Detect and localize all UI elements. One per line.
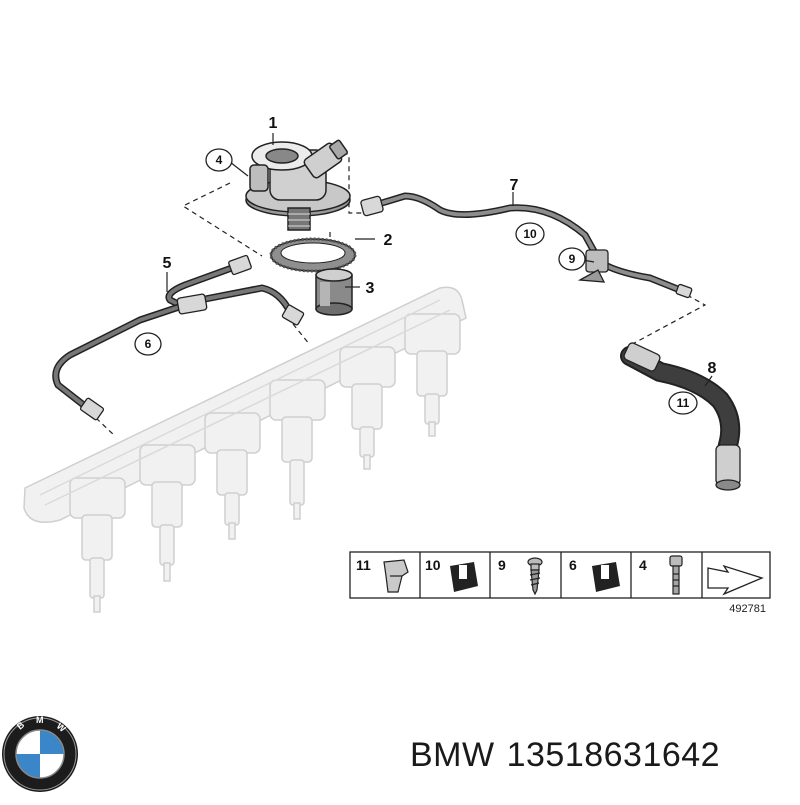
part-reference: BMW 13518631642 <box>410 736 732 775</box>
callout-7: 7 <box>510 177 519 194</box>
callout-10-circle: 10 <box>515 222 545 246</box>
rubber-mount-icon <box>450 562 478 592</box>
callout-9: 9 <box>569 252 576 266</box>
legend-item-4: 4 <box>639 555 683 595</box>
line-fittings <box>79 254 305 421</box>
legend-item-6: 6 <box>569 557 620 592</box>
svg-text:B: B <box>15 719 27 731</box>
legend-item-9: 9 <box>498 557 543 596</box>
callout-4-circle: 4 <box>205 148 233 172</box>
legend-number: 9 <box>498 557 506 573</box>
legend-number: 4 <box>639 557 647 573</box>
svg-text:M: M <box>36 715 44 725</box>
diagram-id: 492781 <box>729 603 766 615</box>
clip-icon <box>383 559 409 593</box>
legend-arrow-cell <box>707 564 764 596</box>
injector-5 <box>339 346 396 470</box>
legend-table: 11 10 9 6 <box>349 551 771 599</box>
legend-number: 6 <box>569 557 577 573</box>
rubber-mount-icon <box>592 562 620 592</box>
high-pressure-pump <box>245 139 351 231</box>
callout-9-circle: 9 <box>558 247 586 271</box>
injector-2 <box>139 444 196 582</box>
seal-ring <box>269 237 357 273</box>
legend-item-11: 11 <box>356 557 409 593</box>
legend-item-10: 10 <box>425 557 478 592</box>
legend-number: 11 <box>356 557 371 573</box>
leader-lines <box>166 133 713 387</box>
legend-number: 10 <box>425 557 441 573</box>
arrow-icon <box>707 564 764 596</box>
callout-5: 5 <box>163 255 172 272</box>
callout-11: 11 <box>677 396 690 410</box>
part-number: 13518631642 <box>506 736 721 774</box>
callout-11-circle: 11 <box>668 391 698 415</box>
callout-8: 8 <box>708 360 717 377</box>
injector-4 <box>269 379 326 520</box>
callout-6-circle: 6 <box>134 332 162 356</box>
callout-3: 3 <box>366 280 375 297</box>
callout-10: 10 <box>523 227 537 241</box>
fuel-rail-ghost <box>23 286 467 613</box>
screw-icon <box>527 557 543 596</box>
injector-1 <box>69 477 126 613</box>
brand-name: BMW <box>410 736 495 774</box>
callout-4: 4 <box>216 153 223 167</box>
roller-tappet <box>315 268 353 316</box>
bolt-icon <box>669 555 683 595</box>
callout-1: 1 <box>269 115 278 132</box>
bmw-logo: B M W <box>2 715 78 792</box>
injector-3 <box>204 412 261 540</box>
injector-6 <box>404 313 461 437</box>
holder-9 <box>577 249 609 283</box>
callout-2: 2 <box>384 232 393 249</box>
fuel-line-7 <box>360 192 693 299</box>
callout-6: 6 <box>145 337 152 351</box>
fuel-hose-8 <box>620 342 741 491</box>
